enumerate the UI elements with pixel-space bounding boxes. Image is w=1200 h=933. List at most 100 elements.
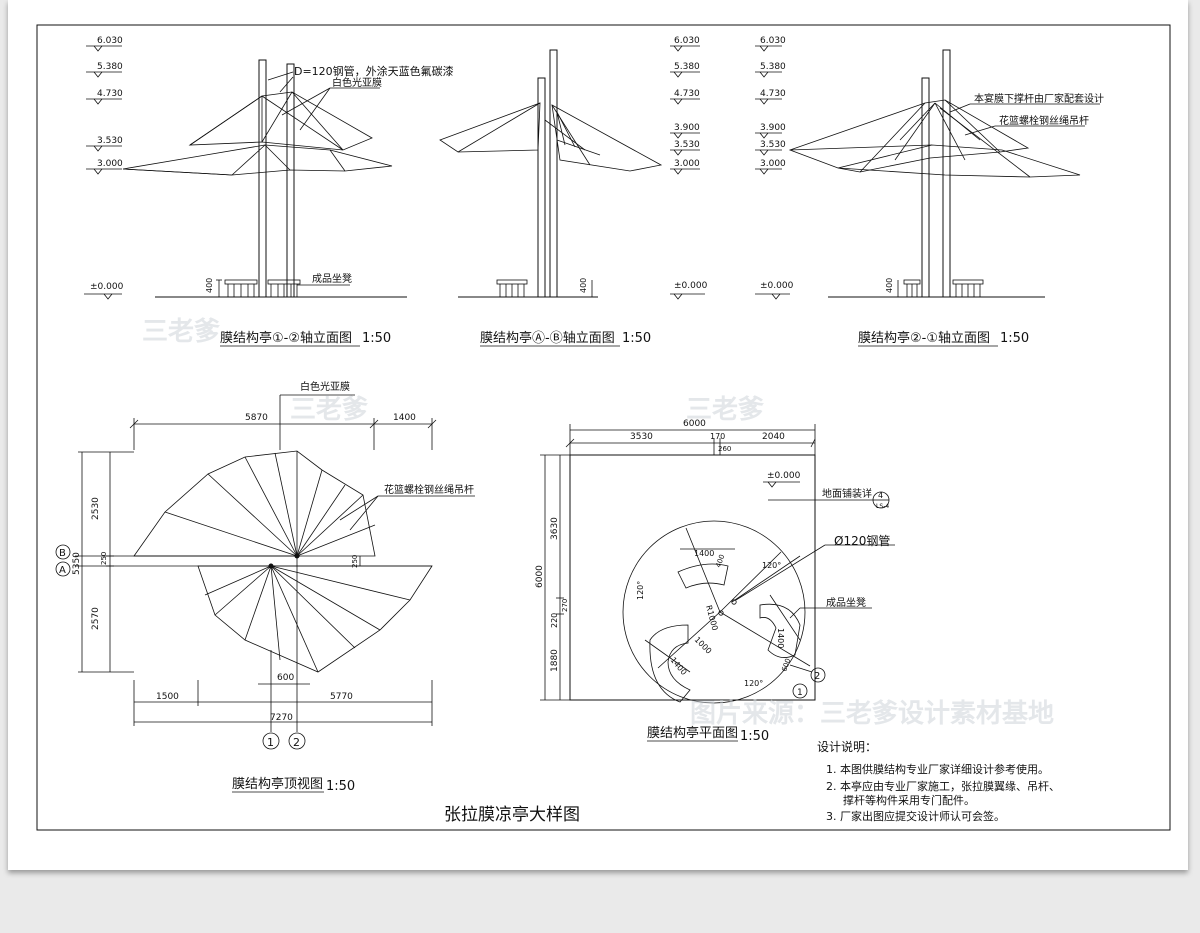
- dim-6000: 6000: [683, 419, 706, 429]
- elevation-2: 400 6.030 5.380 4.730 3.900 3.530 3.000 …: [439, 36, 708, 347]
- note-struts: 本宴膜下撑杆由厂家配套设计: [974, 92, 1104, 105]
- dim-250: 250: [100, 552, 108, 565]
- plan-scale: 1:50: [740, 729, 769, 744]
- level-5380: 5.380: [97, 62, 123, 72]
- dim-260: 260: [718, 445, 731, 453]
- elevation-3: 6.030 5.380 4.730 3.900 3.530 3.000 ±0.0…: [755, 36, 1104, 347]
- note-pipe: Ø120钢管: [834, 533, 890, 548]
- dims-bottom: [133, 680, 433, 726]
- design-notes: 设计说明： 1. 本图供膜结构专业厂家详细设计参考使用。 2. 本亭应由专业厂家…: [817, 739, 1060, 823]
- elev1-title: 膜结构亭①-②轴立面图: [220, 330, 352, 346]
- elev1-scale: 1:50: [362, 331, 391, 346]
- plan-level: ±0.000: [767, 471, 801, 481]
- dim-220: 220: [550, 613, 559, 628]
- level-3900: 3.900: [760, 123, 786, 133]
- level-5380: 5.380: [760, 62, 786, 72]
- note-pipe: D=120钢管，外涂天蓝色氟碳漆: [294, 64, 454, 78]
- benches: [216, 279, 301, 297]
- dim-r1000: R1000: [704, 604, 719, 631]
- plan-view: 6000 3530 170 2040 260 3630 6000 270 220…: [535, 419, 895, 744]
- dim-6000: 6000: [535, 565, 545, 588]
- note-wire: 花篮螺栓钢丝绳吊杆: [384, 483, 474, 496]
- dim-3530: 3530: [630, 432, 653, 442]
- svg-text:1: 1: [267, 736, 274, 749]
- dim-2040: 2040: [762, 432, 785, 442]
- note-membrane: 白色光亚膜: [300, 380, 350, 393]
- level-3530: 3.530: [674, 140, 700, 150]
- level-4730: 4.730: [760, 89, 786, 99]
- level-5380: 5.380: [674, 62, 700, 72]
- dim-1880: 1880: [550, 649, 560, 672]
- dim-3630: 3630: [550, 517, 560, 540]
- dim-1500: 1500: [156, 692, 179, 702]
- note-membrane: 白色光亚膜: [332, 76, 382, 89]
- level-0000: ±0.000: [674, 281, 708, 291]
- level-marks: [670, 45, 705, 300]
- pole-a: [731, 599, 737, 605]
- radial-lines: [657, 527, 811, 669]
- upper-fan: [133, 450, 376, 557]
- dim-400: 400: [885, 278, 894, 293]
- plan-title: 膜结构亭平面图: [647, 725, 738, 741]
- pipe-leader: [735, 544, 895, 601]
- dim-5350: 5350: [72, 552, 82, 575]
- elev3-title: 膜结构亭②-①轴立面图: [858, 330, 990, 346]
- level-0000: ±0.000: [90, 282, 124, 292]
- dim-2530: 2530: [91, 497, 101, 520]
- steel-poles: [258, 59, 295, 298]
- notes-heading: 设计说明：: [817, 739, 877, 754]
- level-6030: 6.030: [97, 36, 123, 46]
- watermark-mark: 三老爹: [686, 395, 764, 425]
- watermark-mark: 三老爹: [290, 395, 368, 425]
- curved-benches: [649, 563, 801, 703]
- note-bench: 成品坐凳: [826, 597, 866, 609]
- leaders: [267, 71, 380, 286]
- axis-bubble-2: 2: [288, 732, 306, 750]
- angle-120-c: 120°: [744, 679, 763, 688]
- level-marks: [755, 45, 790, 300]
- dim-7270: 7270: [270, 713, 293, 723]
- dims-top: [565, 424, 816, 455]
- dims-top: [129, 394, 437, 450]
- dim-1400-left: 1400: [668, 656, 688, 677]
- level-4730: 4.730: [674, 89, 700, 99]
- leaders: [949, 103, 1100, 136]
- elev3-scale: 1:50: [1000, 331, 1029, 346]
- top-view-scale: 1:50: [326, 779, 355, 794]
- dim-1400-right: 1400: [776, 628, 785, 648]
- level-3000: 3.000: [760, 159, 786, 169]
- dim-5770: 5770: [330, 692, 353, 702]
- level-3000: 3.000: [674, 159, 700, 169]
- dim-1400: 1400: [393, 413, 416, 423]
- ref-num: 4: [878, 491, 883, 500]
- drawing-canvas: 6.030 5.380 4.730 3.530 3.000 ±0.000: [36, 24, 1171, 831]
- note-wire: 花篮螺栓钢丝绳吊杆: [999, 114, 1089, 127]
- ref-sheet: LS-4: [876, 503, 889, 510]
- svg-text:2: 2: [814, 671, 820, 682]
- note-item-2: 2. 本亭应由专业厂家施工，张拉膜翼缘、吊杆、: [826, 779, 1060, 793]
- elev2-scale: 1:50: [622, 331, 651, 346]
- drawing-sheet: 6.030 5.380 4.730 3.530 3.000 ±0.000: [8, 0, 1188, 870]
- steel-poles: [921, 49, 951, 298]
- svg-text:1: 1: [797, 688, 803, 698]
- axis-bubble-1: 1: [262, 732, 280, 750]
- axis-bubble-2: 2: [810, 667, 826, 683]
- note-item-3: 3. 厂家出图应提交设计师认可会签。: [826, 809, 1005, 823]
- axis-bubble-a: A: [55, 561, 71, 577]
- level-6030: 6.030: [674, 36, 700, 46]
- level-3530: 3.530: [97, 136, 123, 146]
- level-3000: 3.000: [97, 159, 123, 169]
- bench: [496, 279, 593, 297]
- note-item-2-cont: 撑杆等构件采用专门配件。: [843, 793, 975, 807]
- elev2-title: 膜结构亭Ⓐ-Ⓑ轴立面图: [480, 330, 615, 346]
- top-view: 5870 1400 白色光亚膜 花篮螺栓钢丝绳吊杆 2530 250 5350 …: [55, 380, 475, 794]
- svg-text:B: B: [59, 548, 66, 559]
- note-bench: 成品坐凳: [312, 273, 352, 285]
- watermark-mark: 三老爹: [142, 317, 220, 347]
- level-mark: [763, 481, 800, 488]
- dim-5870: 5870: [245, 413, 268, 423]
- benches: [897, 279, 984, 297]
- axis-bubble-b: B: [55, 544, 71, 560]
- svg-text:A: A: [59, 565, 66, 576]
- dim-1000: 1000: [693, 635, 714, 656]
